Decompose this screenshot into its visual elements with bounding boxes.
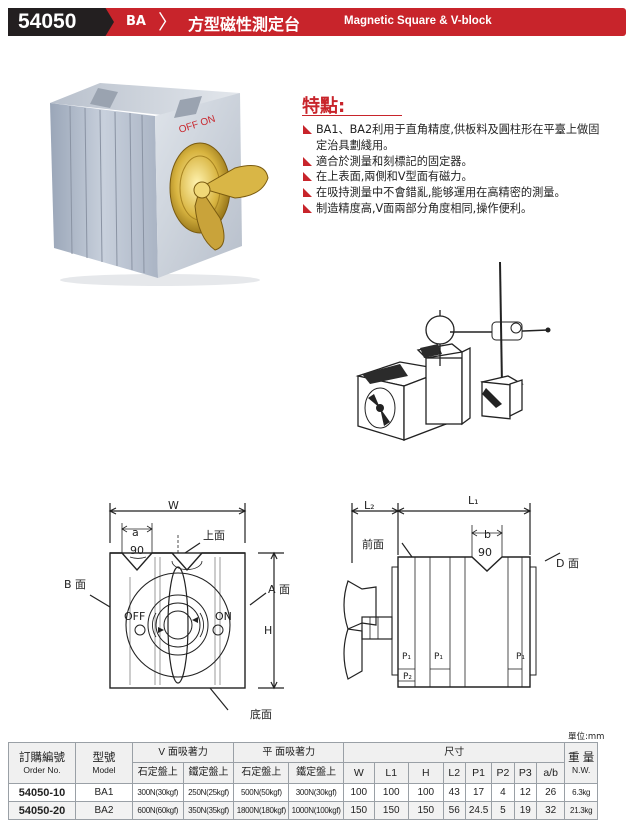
bullet-triangle-icon [303,203,312,213]
bullet-triangle-icon [303,125,312,134]
model-code: BA [126,14,146,29]
th-col-ab: a/b [535,762,566,784]
label-top-face: 上面 [203,529,225,542]
bullet-triangle-icon [303,172,312,182]
label-off: OFF [124,610,146,623]
feature-item: 在吸持測量中不會錯亂,能够運用在高精密的測量。 [302,185,602,201]
dim-h-label: H [264,624,273,637]
dim-a-label: a [132,526,139,539]
product-code: 54050 [18,10,77,33]
features-title: 特點: [302,96,346,117]
title-chinese: 方型磁性測定台 [188,15,301,34]
cell-flat-iron: 1000N(100kgf) [288,801,345,820]
cell-v-stone: 600N(60kgf) [131,801,184,820]
label-a-face: A 面 [268,583,291,596]
cell-w: 150 [343,801,375,820]
th-flat-iron: 鐵定盤上 [288,762,345,784]
label-bottom-face: 底面 [250,708,272,721]
cell-flat-stone: 1800N(180kgf) [233,801,290,820]
dim-p1-label-c: P₁ [516,652,526,662]
dim-p1-label-a: P₁ [402,652,412,662]
th-col-p1: P1 [464,762,493,784]
cell-h: 150 [408,801,444,820]
dim-l2-label: L₂ [364,499,375,512]
label-front-face: 前面 [362,538,384,551]
th-col-l1: L1 [373,762,410,784]
label-on: ON [215,610,232,623]
cell-p1: 17 [464,783,493,802]
product-code-badge: 54050 [8,8,114,36]
product-photo: OFF ON [50,83,269,286]
cell-p3: 12 [513,783,537,802]
th-col-p3: P3 [513,762,537,784]
dim-w-label: W [168,499,179,512]
cell-ab: 32 [535,801,566,820]
cell-p2: 5 [491,801,515,820]
cell-l2: 56 [442,801,466,820]
cell-weight: 21.3kg [564,801,598,820]
th-v-stone: 石定盤上 [131,762,184,784]
features-underline [302,115,402,116]
th-dimensions: 尺寸 [343,742,566,763]
dim-p1-label-b: P₁ [434,652,444,662]
th-col-h: H [408,762,444,784]
cell-flat-iron: 300N(30kgf) [288,783,345,802]
cell-weight: 6.3kg [564,783,598,802]
cell-l1: 100 [373,783,410,802]
cell-v-stone: 300N(30kgf) [131,783,184,802]
features-list: BA1、BA2利用于直角精度,供板料及圓柱形在平臺上做固定治具劃綫用。 適合於測… [302,122,602,217]
cell-model: BA2 [75,801,133,820]
page-header: 54050 BA 〉 方型磁性測定台 Magnetic Square & V-b… [8,8,626,36]
feature-item: BA1、BA2利用于直角精度,供板料及圓柱形在平臺上做固定治具劃綫用。 [302,122,602,154]
cell-model: BA1 [75,783,133,802]
cell-w: 100 [343,783,375,802]
table-row: 54050-20 BA2 600N(60kgf) 350N(35kgf) 180… [7,801,598,820]
side-view-drawing [343,503,561,688]
cell-l1: 150 [373,801,410,820]
usage-illustration [355,261,551,441]
chevron-right-icon: 〉 [158,10,178,34]
title-english: Magnetic Square & V-block [344,15,492,27]
th-flat-force: 平 面吸著力 [233,742,345,763]
feature-item: 適合於測量和刻標記的固定器。 [302,154,602,170]
cell-order: 54050-10 [7,783,77,802]
dim-p2-label: P₂ [403,672,413,682]
th-col-p2: P2 [491,762,515,784]
front-view-drawing [89,503,284,711]
cell-h: 100 [408,783,444,802]
angle-90-front: 90 [130,544,144,557]
dim-l1-label: L₁ [468,494,479,507]
label-b-face: B 面 [64,578,87,591]
cell-order: 54050-20 [7,801,77,820]
cell-ab: 26 [535,783,566,802]
cell-l2: 43 [442,783,466,802]
cell-v-iron: 250N(25kgf) [182,783,235,802]
th-flat-stone: 石定盤上 [233,762,290,784]
cell-p1: 24.5 [464,801,493,820]
th-col-w: W [343,762,375,784]
feature-item: 制造精度高,V面兩部分角度相同,操作便利。 [302,201,602,217]
th-col-l2: L2 [442,762,466,784]
angle-90-side: 90 [478,546,492,559]
cell-p2: 4 [491,783,515,802]
bullet-triangle-icon [303,188,312,198]
cell-p3: 19 [513,801,537,820]
bullet-triangle-icon [303,156,312,166]
feature-item: 在上表面,兩側和V型面有磁力。 [302,169,602,185]
unit-label: 單位:mm [568,732,605,742]
label-d-face: D 面 [556,557,579,570]
th-v-force: V 面吸著力 [131,742,235,763]
table-row: 54050-10 BA1 300N(30kgf) 250N(25kgf) 500… [7,783,598,802]
th-v-iron: 鐵定盤上 [182,762,235,784]
cell-v-iron: 350N(35kgf) [182,801,235,820]
cell-flat-stone: 500N(50kgf) [233,783,290,802]
dim-b-label: b [484,528,491,541]
